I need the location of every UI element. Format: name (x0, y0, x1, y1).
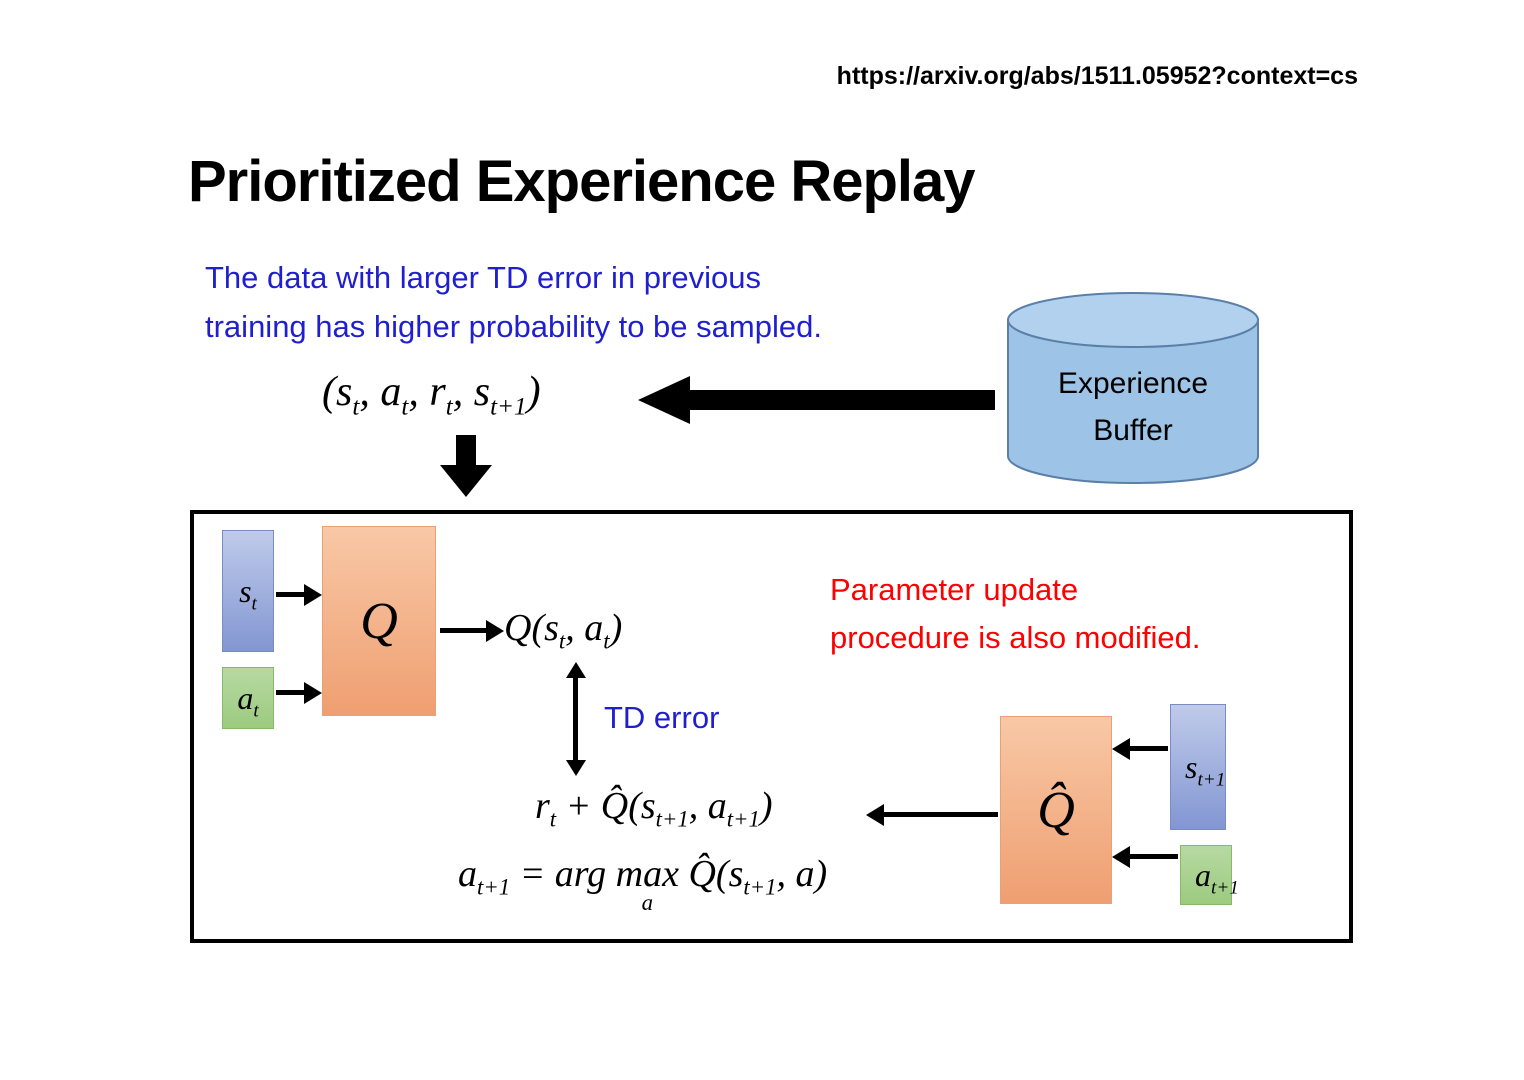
arrow-qhat-to-target (884, 812, 998, 817)
arrow-tuple-to-network (440, 435, 492, 497)
block-s-t1: st+1 (1170, 704, 1226, 830)
td-error-label: TD error (604, 700, 720, 735)
block-a-t1-label: at+1 (1195, 856, 1239, 898)
arrow-s-t-to-q (276, 592, 304, 597)
slide-title: Prioritized Experience Replay (188, 149, 976, 214)
td-target-formula: rt + Q̂(st+1, at+1) (535, 785, 773, 832)
arrow-a-t1-to-qhat (1130, 854, 1178, 859)
q-output-formula: Q(st, at) (504, 607, 623, 654)
note-parameter-update: Parameter update procedure is also modif… (830, 566, 1200, 662)
block-a-t: at (222, 667, 274, 729)
arrow-s-t1-to-qhat (1130, 746, 1168, 751)
block-s-t: st (222, 530, 274, 652)
block-s-t1-label: st+1 (1185, 748, 1226, 790)
block-q-network: Q (322, 526, 436, 716)
block-q-label: Q (360, 592, 398, 650)
arrow-q-to-output (440, 628, 486, 633)
arrow-td-error (573, 678, 578, 760)
note-parameter-update-line2: procedure is also modified. (830, 620, 1201, 655)
block-s-t-label: st (239, 572, 257, 614)
block-a-t1: at+1 (1180, 845, 1239, 905)
note-td-sampling: The data with larger TD error in previou… (205, 253, 822, 351)
experience-buffer-cylinder: Experience Buffer (1003, 288, 1263, 488)
note-td-sampling-line1: The data with larger TD error in previou… (205, 260, 761, 295)
block-qhat-network: Q̂ (1000, 716, 1112, 904)
arrow-buffer-to-tuple (638, 374, 995, 426)
block-qhat-label: Q̂ (1037, 781, 1075, 839)
arrow-a-t-to-q (276, 690, 304, 695)
transition-tuple-formula: (st, at, rt, st+1) (322, 369, 541, 421)
source-url: https://arxiv.org/abs/1511.05952?context… (836, 62, 1358, 90)
note-td-sampling-line2: training has higher probability to be sa… (205, 309, 822, 344)
note-parameter-update-line1: Parameter update (830, 572, 1079, 607)
experience-buffer-label: Experience Buffer (1057, 367, 1209, 447)
block-a-t-label: at (237, 679, 259, 721)
